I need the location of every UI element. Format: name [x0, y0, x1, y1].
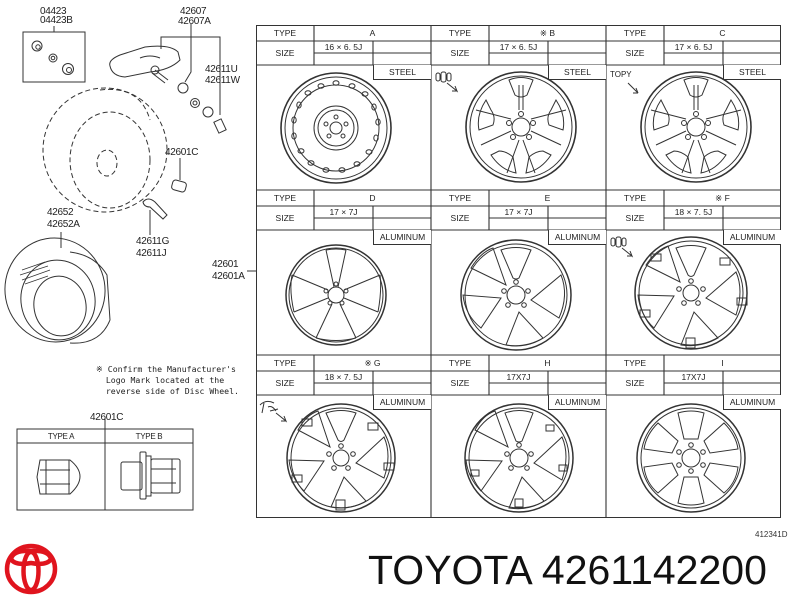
logo-mark-icon	[435, 71, 459, 93]
size-label: SIZE	[450, 213, 470, 223]
seven-spoke-wheel-icon	[285, 244, 387, 346]
size-label: SIZE	[275, 213, 295, 223]
type-label: TYPE	[273, 28, 297, 38]
wheel-cell-d[interactable]: TYPE D SIZE 17 × 7J ALUMINUM	[256, 190, 431, 355]
type-value: H	[544, 358, 551, 368]
five-spoke-wheel-icon	[627, 71, 752, 183]
wheel-cell-f[interactable]: TYPE ※ F SIZE 18 × 7. 5J ALUMINUM	[606, 190, 781, 355]
material-tag: ALUMINUM	[373, 230, 431, 245]
type-label: TYPE	[448, 193, 472, 203]
size-value: 17 × 7J	[504, 207, 533, 217]
size-label: SIZE	[625, 213, 645, 223]
type-label: TYPE	[623, 358, 647, 368]
brand-part-title: TOYOTA 4261142200	[368, 547, 767, 593]
script-logo-icon	[259, 400, 288, 423]
type-value: E	[544, 193, 551, 203]
material-tag: ALUMINUM	[548, 395, 606, 410]
manufacturer-logo-note: ※ Confirm the Manufacturer's Logo Mark l…	[96, 364, 239, 397]
material-tag: STEEL	[548, 65, 606, 80]
size-value: 16 × 6. 5J	[324, 42, 363, 52]
part-number-42607a: 42607A	[178, 16, 211, 27]
lug-nut-type-a-header: TYPE A	[47, 432, 75, 441]
note-line-3: reverse side of Disc Wheel.	[96, 386, 239, 396]
size-value: 18 × 7. 5J	[674, 207, 713, 217]
exploded-view-drawing	[4, 24, 256, 511]
part-number-42611j: 42611J	[136, 248, 167, 259]
part-number-42611u: 42611U	[205, 64, 238, 75]
logo-mark-icon	[610, 236, 634, 258]
size-value: 17X7J	[506, 372, 531, 382]
size-label: SIZE	[275, 378, 295, 388]
size-label: SIZE	[625, 378, 645, 388]
five-spoke-wheel-icon	[435, 71, 577, 183]
type-label: TYPE	[448, 358, 472, 368]
type-value: I	[721, 358, 724, 368]
type-value: A	[369, 28, 376, 38]
part-number-42607: 42607	[180, 6, 207, 17]
note-line-2: Logo Mark located at the	[96, 375, 225, 385]
steel-wheel-icon	[280, 72, 392, 184]
material-tag: ALUMINUM	[723, 230, 781, 245]
material-tag: ALUMINUM	[548, 230, 606, 245]
wheel-cell-a[interactable]: TYPE A SIZE 16 × 6. 5J STEEL	[256, 25, 431, 190]
size-label: SIZE	[450, 48, 470, 58]
material-tag: STEEL	[723, 65, 781, 80]
wheel-cell-b[interactable]: TYPE ※ B SIZE 17 × 6. 5J STEEL	[431, 25, 606, 190]
five-spoke-wheel-icon	[464, 403, 574, 513]
wheel-cell-g[interactable]: TYPE ※ G SIZE 18 × 7. 5J ALUMINUM	[256, 355, 431, 518]
part-number-42611g: 42611G	[136, 236, 170, 247]
size-value: 17 × 6. 5J	[674, 42, 713, 52]
five-spoke-wheel-icon	[610, 236, 748, 350]
wheel-cell-c[interactable]: TYPE C SIZE 17 × 6. 5J STEEL TOPY	[606, 25, 781, 190]
topy-marker-label: TOPY	[610, 70, 632, 79]
note-line-1: ※ Confirm the Manufacturer's	[96, 364, 236, 374]
size-label: SIZE	[275, 48, 295, 58]
material-tag: ALUMINUM	[723, 395, 781, 410]
six-spoke-wheel-icon	[636, 403, 746, 513]
part-number-42601: 42601	[212, 259, 239, 270]
size-value: 17 × 6. 5J	[499, 42, 538, 52]
type-value: ※ B	[539, 28, 556, 38]
part-number-42601a: 42601A	[212, 271, 245, 282]
size-value: 17 × 7J	[329, 207, 358, 217]
five-spoke-wheel-icon	[460, 239, 572, 351]
wheel-type-table	[256, 25, 781, 518]
type-value: ※ G	[364, 358, 381, 368]
wheel-table-grid	[256, 25, 781, 518]
type-label: TYPE	[273, 358, 297, 368]
type-value: C	[719, 28, 726, 38]
size-value: 18 × 7. 5J	[324, 372, 363, 382]
part-number-42652: 42652	[47, 207, 74, 218]
size-label: SIZE	[625, 48, 645, 58]
part-number-04423: 04423	[40, 6, 67, 17]
wheel-cell-i[interactable]: TYPE I SIZE 17X7J ALUMINUM	[606, 355, 781, 518]
part-number-42601c: 42601C	[165, 147, 199, 158]
toyota-logo-icon	[4, 543, 58, 595]
size-label: SIZE	[450, 378, 470, 388]
type-label: TYPE	[623, 193, 647, 203]
type-value: ※ F	[715, 193, 730, 203]
five-spoke-wheel-icon	[259, 400, 396, 513]
part-number-42652a: 42652A	[47, 219, 80, 230]
part-number-42611w: 42611W	[205, 75, 240, 86]
size-value: 17X7J	[681, 372, 706, 382]
type-label: TYPE	[623, 28, 647, 38]
type-label: TYPE	[273, 193, 297, 203]
drawing-code: 412341D	[755, 530, 788, 539]
type-value: D	[369, 193, 376, 203]
part-number-04423b: 04423B	[40, 15, 73, 26]
material-tag: ALUMINUM	[373, 395, 431, 410]
lug-nut-table-part-number: 42601C	[90, 412, 124, 423]
type-label: TYPE	[448, 28, 472, 38]
wheel-cell-h[interactable]: TYPE H SIZE 17X7J ALUMINUM	[431, 355, 606, 518]
wheel-cell-e[interactable]: TYPE E SIZE 17 × 7J ALUMINUM	[431, 190, 606, 355]
lug-nut-type-b-header: TYPE B	[135, 432, 163, 441]
material-tag: STEEL	[373, 65, 431, 80]
